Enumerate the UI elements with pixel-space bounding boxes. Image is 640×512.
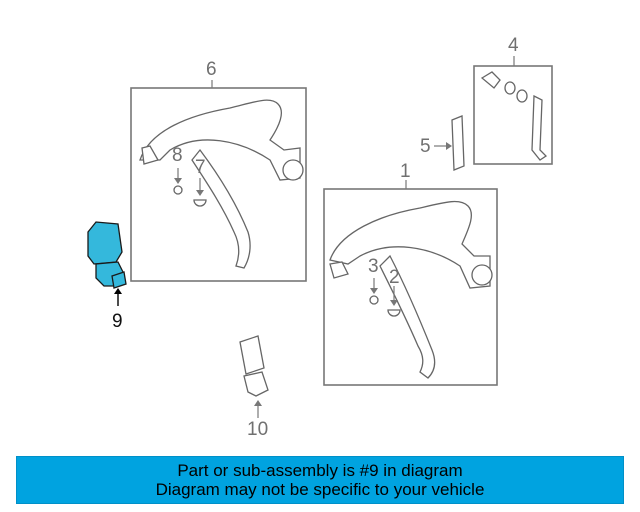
callout-3: 3 [368,256,379,277]
callout-6: 6 [206,59,217,80]
callout-9: 9 [112,311,123,332]
part-10-buckle[interactable] [239,335,269,418]
callout-1: 1 [400,161,411,182]
part-2-fastener[interactable] [387,286,401,317]
part-1-box[interactable] [323,188,498,386]
callout-7: 7 [195,157,206,178]
part-9-buckle-highlighted[interactable] [87,221,127,306]
part-3-fastener[interactable] [369,278,379,305]
callout-8: 8 [172,145,183,166]
part-4-box[interactable] [473,65,553,165]
part-5-cover[interactable] [434,115,465,171]
info-banner: Part or sub-assembly is #9 in diagram Di… [16,456,624,504]
banner-line-1: Part or sub-assembly is #9 in diagram [177,461,463,480]
banner-line-2: Diagram may not be specific to your vehi… [155,480,485,499]
callout-5: 5 [420,136,431,157]
part-6-box[interactable] [130,87,307,282]
part-8-fastener[interactable] [173,168,183,195]
callout-4: 4 [508,35,519,56]
callout-2: 2 [389,267,400,288]
part-7-fastener[interactable] [193,178,207,207]
callout-10: 10 [247,419,269,440]
